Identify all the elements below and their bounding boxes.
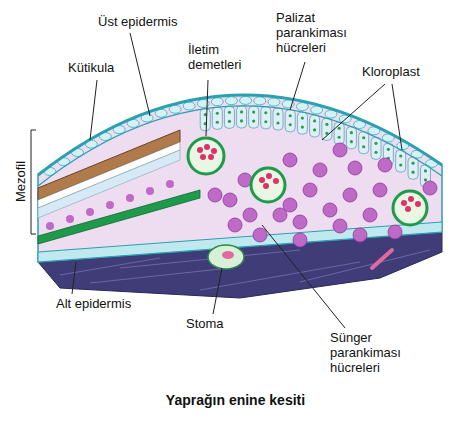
caption: Yaprağın enine kesiti — [0, 392, 471, 408]
part-label: Kloroplast — [362, 64, 452, 79]
vascular-bundles — [188, 138, 427, 225]
part-label: İletim demetleri — [188, 42, 258, 72]
part-label: Üst epidermis — [98, 14, 208, 29]
part-label: Stoma — [186, 316, 246, 331]
part-label: Mezofil — [13, 152, 28, 212]
part-label: Kütikula — [68, 60, 148, 75]
leaf-body — [38, 95, 442, 262]
mezofil-bracket — [31, 130, 36, 234]
part-label: Sünger parankiması hücreleri — [330, 330, 430, 375]
part-label: Alt epidermis — [56, 296, 136, 311]
leader-lines — [31, 33, 402, 328]
part-label: Palizat parankiması hücreleri — [276, 10, 366, 55]
stoma — [208, 245, 244, 269]
